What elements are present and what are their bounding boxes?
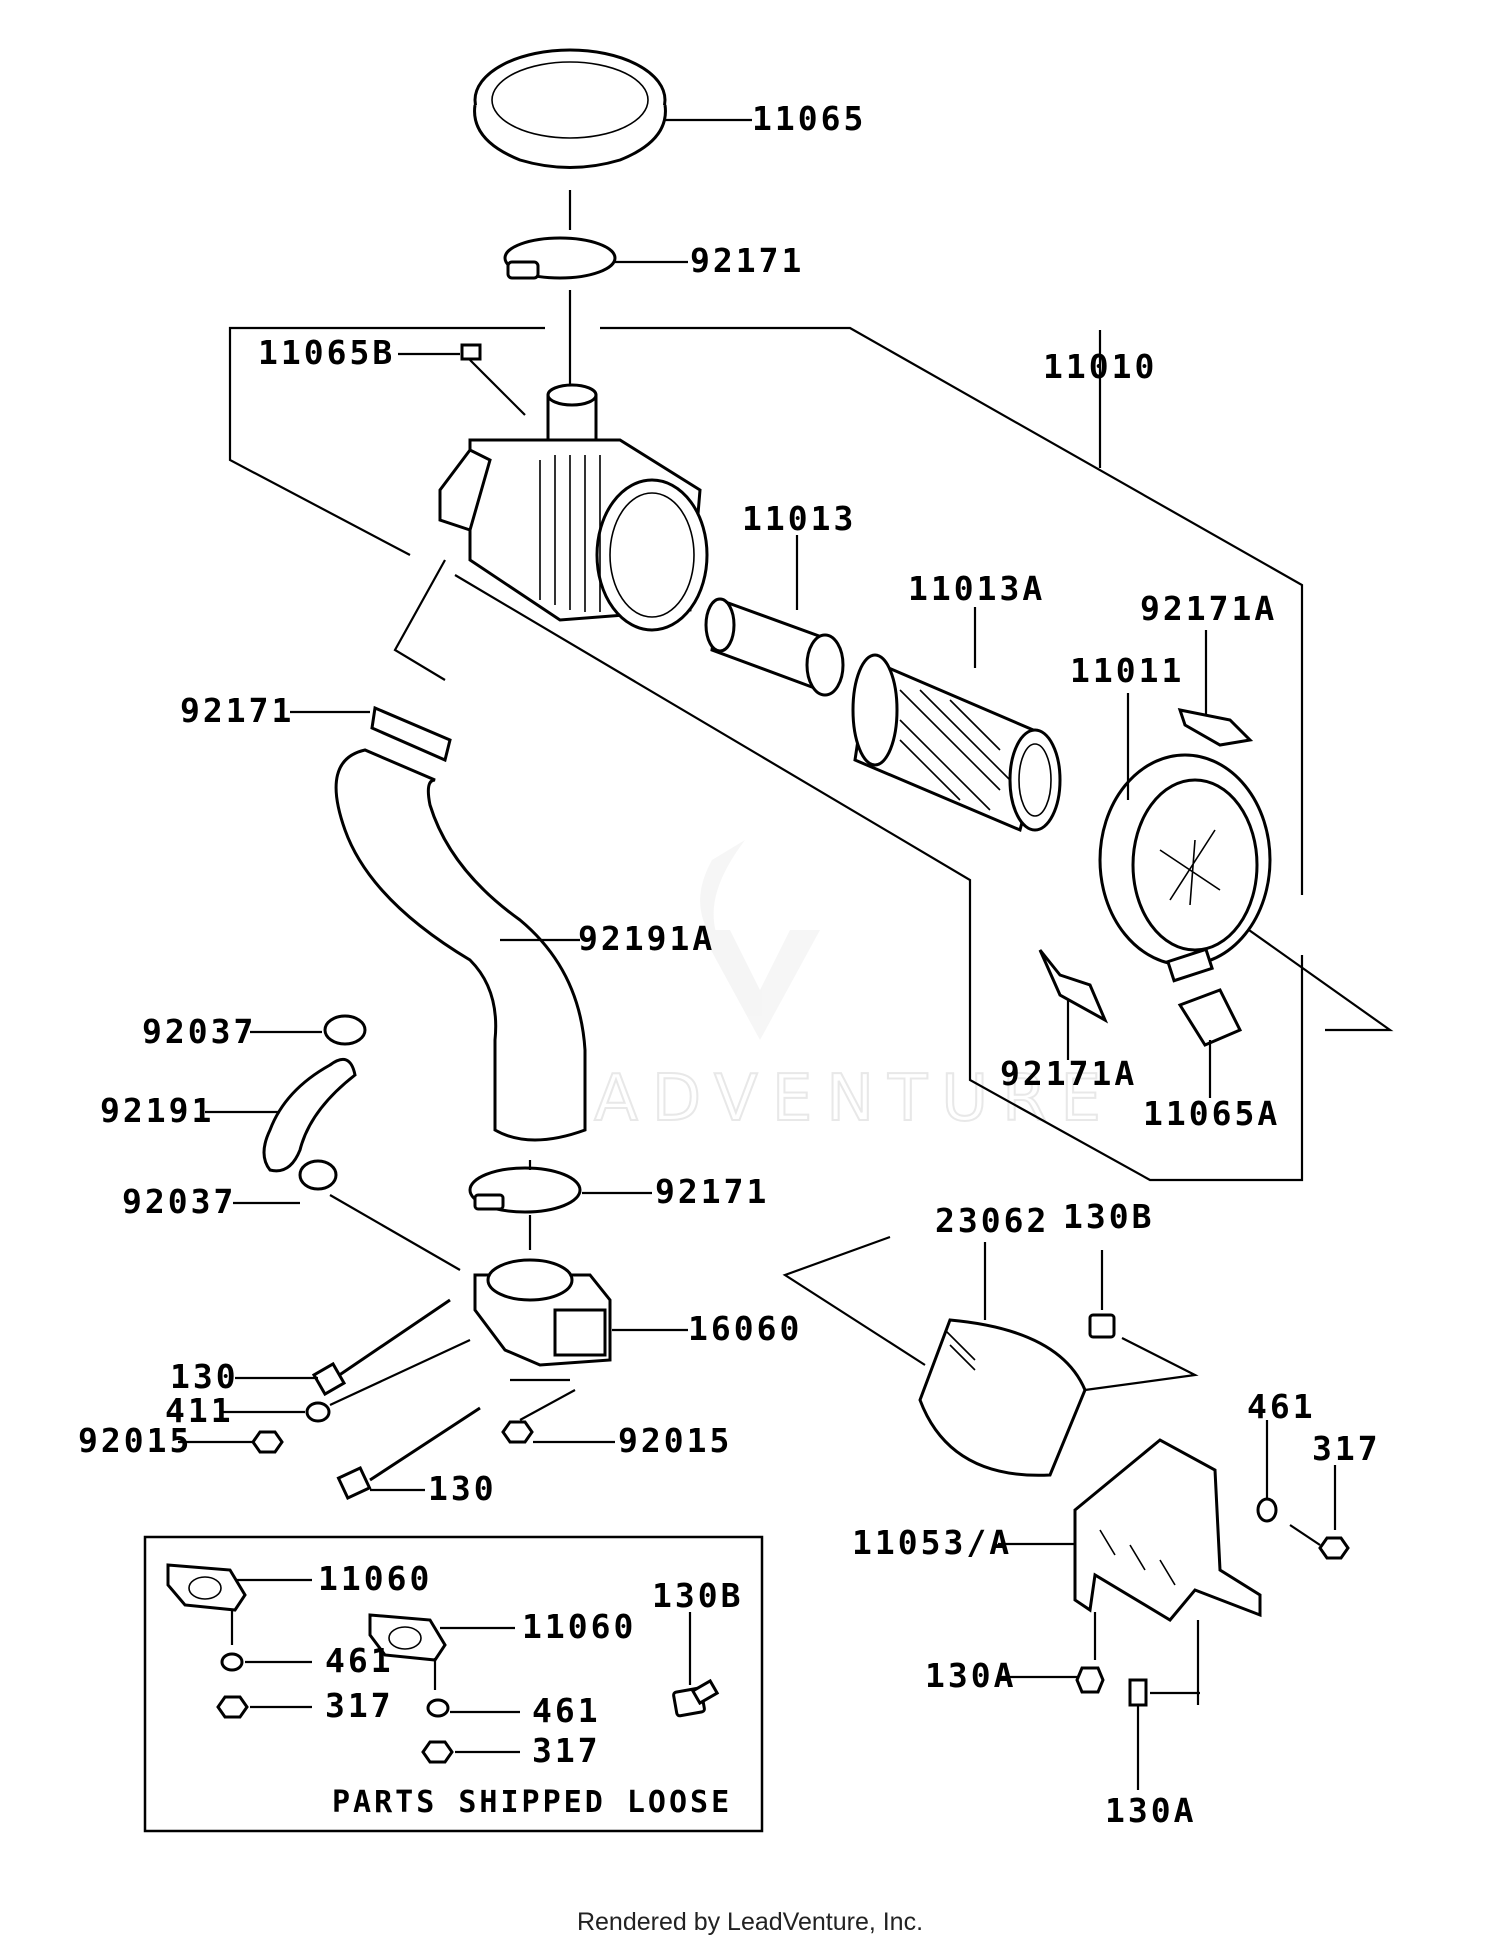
label-461-a: 461: [325, 1641, 394, 1680]
label-92171a-top: 92171A: [1140, 589, 1277, 628]
loose-parts-box: [143, 1535, 764, 1833]
label-11053a: 11053/A: [852, 1523, 1012, 1562]
label-11010: 11010: [1043, 347, 1157, 386]
label-317-b: 317: [532, 1731, 601, 1770]
label-92171a-bottom: 92171A: [1000, 1054, 1137, 1093]
label-11065a: 11065A: [1143, 1094, 1280, 1133]
clip-upper: [1177, 708, 1254, 747]
label-92037-top: 92037: [142, 1012, 256, 1051]
label-92037-bottom: 92037: [122, 1182, 236, 1221]
label-11065: 11065: [752, 99, 866, 138]
loose-parts-caption: PARTS SHIPPED LOOSE: [332, 1785, 732, 1820]
label-130b: 130B: [1063, 1197, 1154, 1236]
footer-credit: Rendered by LeadVenture, Inc.: [577, 1908, 923, 1936]
label-11065b: 11065B: [258, 333, 395, 372]
label-92015-left: 92015: [78, 1421, 192, 1460]
label-461-right: 461: [1247, 1387, 1316, 1426]
clamp-top: [503, 236, 617, 280]
label-11060-a: 11060: [318, 1559, 432, 1598]
label-11013a: 11013A: [908, 569, 1045, 608]
label-23062: 23062: [935, 1201, 1049, 1240]
label-130a-bottom: 130A: [1105, 1791, 1196, 1830]
label-411: 411: [165, 1391, 234, 1430]
label-92191a: 92191A: [578, 919, 715, 958]
label-16060: 16060: [688, 1309, 802, 1348]
label-130-lower: 130: [428, 1469, 497, 1508]
bolt-130b-loose: [672, 1678, 720, 1718]
mount-band: [918, 1318, 1087, 1477]
label-92171-left: 92171: [180, 691, 294, 730]
label-317-right: 317: [1312, 1429, 1381, 1468]
label-92171-mid: 92171: [655, 1172, 769, 1211]
label-461-b: 461: [532, 1691, 601, 1730]
intake-adapter: [473, 1258, 612, 1367]
vacuator-valve: [1177, 988, 1243, 1047]
label-92171-top: 92171: [690, 241, 804, 280]
label-130-upper: 130: [170, 1357, 239, 1396]
air-cleaner-housing: [438, 383, 709, 632]
small-hose: [262, 1014, 367, 1191]
clamp-left: [370, 705, 452, 763]
label-317-a: 317: [325, 1686, 394, 1725]
watermark-logo: [700, 840, 820, 1040]
label-92191: 92191: [100, 1091, 214, 1130]
label-11013: 11013: [742, 499, 856, 538]
inner-filter: [704, 597, 845, 697]
intake-hose: [334, 748, 587, 1142]
clamp-middle: [468, 1166, 582, 1214]
label-11060-b: 11060: [522, 1607, 636, 1646]
watermark-text: LEADVENTURE: [490, 1062, 1115, 1136]
air-cleaner-cap: [473, 48, 667, 169]
clip-lower: [1038, 949, 1109, 1024]
outer-filter: [851, 653, 1062, 833]
gasket-a: [166, 1563, 247, 1612]
filter-cover: [1098, 753, 1272, 983]
mount-bracket: [1073, 1438, 1262, 1622]
label-130b-loose: 130B: [652, 1576, 743, 1615]
label-11011: 11011: [1070, 651, 1184, 690]
label-92015-right: 92015: [618, 1421, 732, 1460]
label-130a-left: 130A: [925, 1656, 1016, 1695]
